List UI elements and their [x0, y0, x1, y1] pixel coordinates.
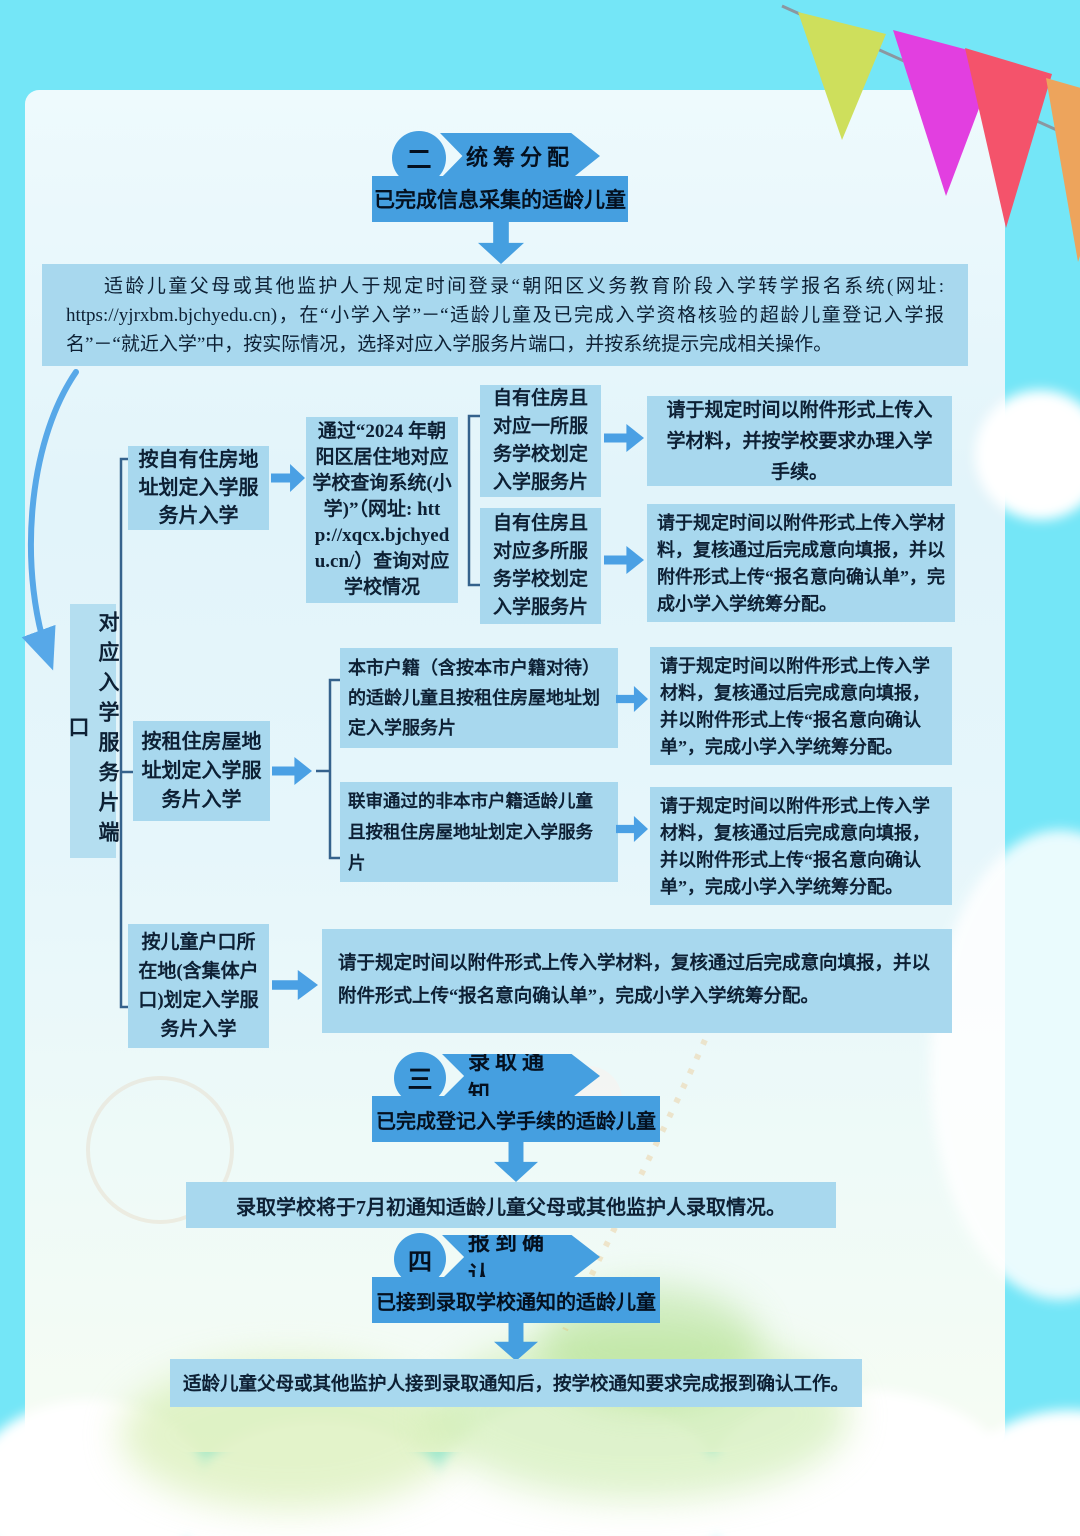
step4-number-badge: 四	[394, 1233, 446, 1285]
step3-number-badge: 三	[394, 1052, 446, 1104]
nonlocal-hukou-result-text: 请于规定时间以附件形式上传入学材料，复核通过后完成意向填报，并以附件形式上传“报…	[660, 796, 930, 897]
branch-hukou-box: 按儿童户口所在地(含集体户口)划定入学服务片入学	[128, 924, 269, 1048]
branch-own-house-label: 按自有住房地址划定入学服务片入学	[138, 449, 259, 527]
step2-banner-label: 统筹分配	[466, 145, 575, 170]
local-hukou-result-box: 请于规定时间以附件形式上传入学材料，复核通过后完成意向填报，并以附件形式上传“报…	[650, 647, 952, 765]
branch-rent-label: 按租住房屋地址划定入学服务片入学	[141, 730, 262, 811]
step2-number-badge: 二	[392, 131, 446, 185]
port-label: 对应入学服务片端口	[66, 611, 120, 851]
flag-orange-icon	[1046, 78, 1080, 262]
bracket-main	[119, 457, 133, 1009]
flag-red-icon	[965, 48, 1052, 228]
multi-school-label: 自有住房且对应多所服务学校划定入学服务片	[492, 513, 588, 618]
step3-banner: 录取通知	[442, 1054, 600, 1098]
branch-hukou-label: 按儿童户口所在地(含集体户口)划定入学服务片入学	[138, 932, 259, 1040]
hukou-result-box: 请于规定时间以附件形式上传入学材料，复核通过后完成意向填报，并以附件形式上传“报…	[322, 929, 952, 1033]
multi-school-result-text: 请于规定时间以附件形式上传入学材料，复核通过后完成意向填报，并以附件形式上传“报…	[657, 513, 945, 614]
cloud-decoration	[975, 390, 1080, 520]
local-hukou-result-text: 请于规定时间以附件形式上传入学材料，复核通过后完成意向填报，并以附件形式上传“报…	[660, 656, 930, 757]
hill-decoration	[430, 1330, 850, 1500]
one-school-box: 自有住房且对应一所服务学校划定入学服务片	[480, 385, 601, 497]
port-box: 对应入学服务片端口	[66, 604, 120, 858]
one-school-result-text: 请于规定时间以附件形式上传入学材料，并按学校要求办理入学手续。	[666, 399, 933, 483]
branch-own-house-box: 按自有住房地址划定入学服务片入学	[128, 446, 269, 530]
one-school-label: 自有住房且对应一所服务学校划定入学服务片	[492, 388, 588, 493]
multi-school-box: 自有住房且对应多所服务学校划定入学服务片	[480, 508, 601, 624]
bunting-flags	[781, 4, 1080, 262]
flag-green-icon	[798, 12, 886, 140]
step4-banner-label: 报到确认	[468, 1230, 550, 1287]
branch-rent-box: 按租住房屋地址划定入学服务片入学	[133, 721, 270, 821]
step2-intro-text: 适龄儿童父母或其他监护人于规定时间登录“朝阳区义务教育阶段入学转学报名系统(网址…	[66, 276, 944, 355]
step3-body-text: 录取学校将于7月初通知适龄儿童父母或其他监护人录取情况。	[236, 1196, 786, 1219]
one-school-result-box: 请于规定时间以附件形式上传入学材料，并按学校要求办理入学手续。	[647, 396, 952, 486]
step3-number: 三	[407, 1067, 433, 1094]
nonlocal-hukou-result-box: 请于规定时间以附件形式上传入学材料，复核通过后完成意向填报，并以附件形式上传“报…	[650, 787, 952, 905]
step4-number: 四	[408, 1249, 432, 1276]
bracket-own	[467, 414, 480, 587]
query-system-text: 通过“2024 年朝阳区居住地对应学校查询系统(小学)”（网址: http://…	[312, 421, 452, 598]
bracket-rent	[316, 678, 340, 860]
curved-arrow	[21, 369, 79, 671]
step3-banner-label: 录取通知	[468, 1049, 550, 1106]
local-hukou-text: 本市户籍（含按本市户籍对待）的适龄儿童且按租住房屋地址划定入学服务片	[348, 658, 600, 738]
step2-banner: 统筹分配	[440, 133, 600, 179]
local-hukou-box: 本市户籍（含按本市户籍对待）的适龄儿童且按租住房屋地址划定入学服务片	[340, 648, 618, 748]
hukou-result-text: 请于规定时间以附件形式上传入学材料，复核通过后完成意向填报，并以附件形式上传“报…	[338, 954, 931, 1007]
ferris-wheel-doodle	[86, 1076, 234, 1224]
step2-header-label: 已完成信息采集的适龄儿童	[374, 188, 626, 212]
step4-banner: 报到确认	[442, 1235, 600, 1279]
step3-body-box: 录取学校将于7月初通知适龄儿童父母或其他监护人录取情况。	[186, 1182, 836, 1228]
nonlocal-hukou-text: 联审通过的非本市户籍适龄儿童且按租住房屋地址划定入学服务片	[348, 790, 593, 873]
step2-number: 二	[406, 147, 432, 174]
multi-school-result-box: 请于规定时间以附件形式上传入学材料，复核通过后完成意向填报，并以附件形式上传“报…	[647, 504, 955, 622]
step2-intro-box: 适龄儿童父母或其他监护人于规定时间登录“朝阳区义务教育阶段入学转学报名系统(网址…	[42, 264, 968, 366]
step4-header-label: 已接到录取学校通知的适龄儿童	[376, 1291, 656, 1314]
step4-body-text: 适龄儿童父母或其他监护人接到录取通知后，按学校通知要求完成报到确认工作。	[182, 1375, 849, 1395]
nonlocal-hukou-box: 联审通过的非本市户籍适龄儿童且按租住房屋地址划定入学服务片	[340, 782, 618, 882]
step4-body-box: 适龄儿童父母或其他监护人接到录取通知后，按学校通知要求完成报到确认工作。	[170, 1359, 862, 1407]
query-system-box: 通过“2024 年朝阳区居住地对应学校查询系统(小学)”（网址: http://…	[306, 417, 458, 603]
step3-header-label: 已完成登记入学手续的适龄儿童	[376, 1110, 656, 1133]
